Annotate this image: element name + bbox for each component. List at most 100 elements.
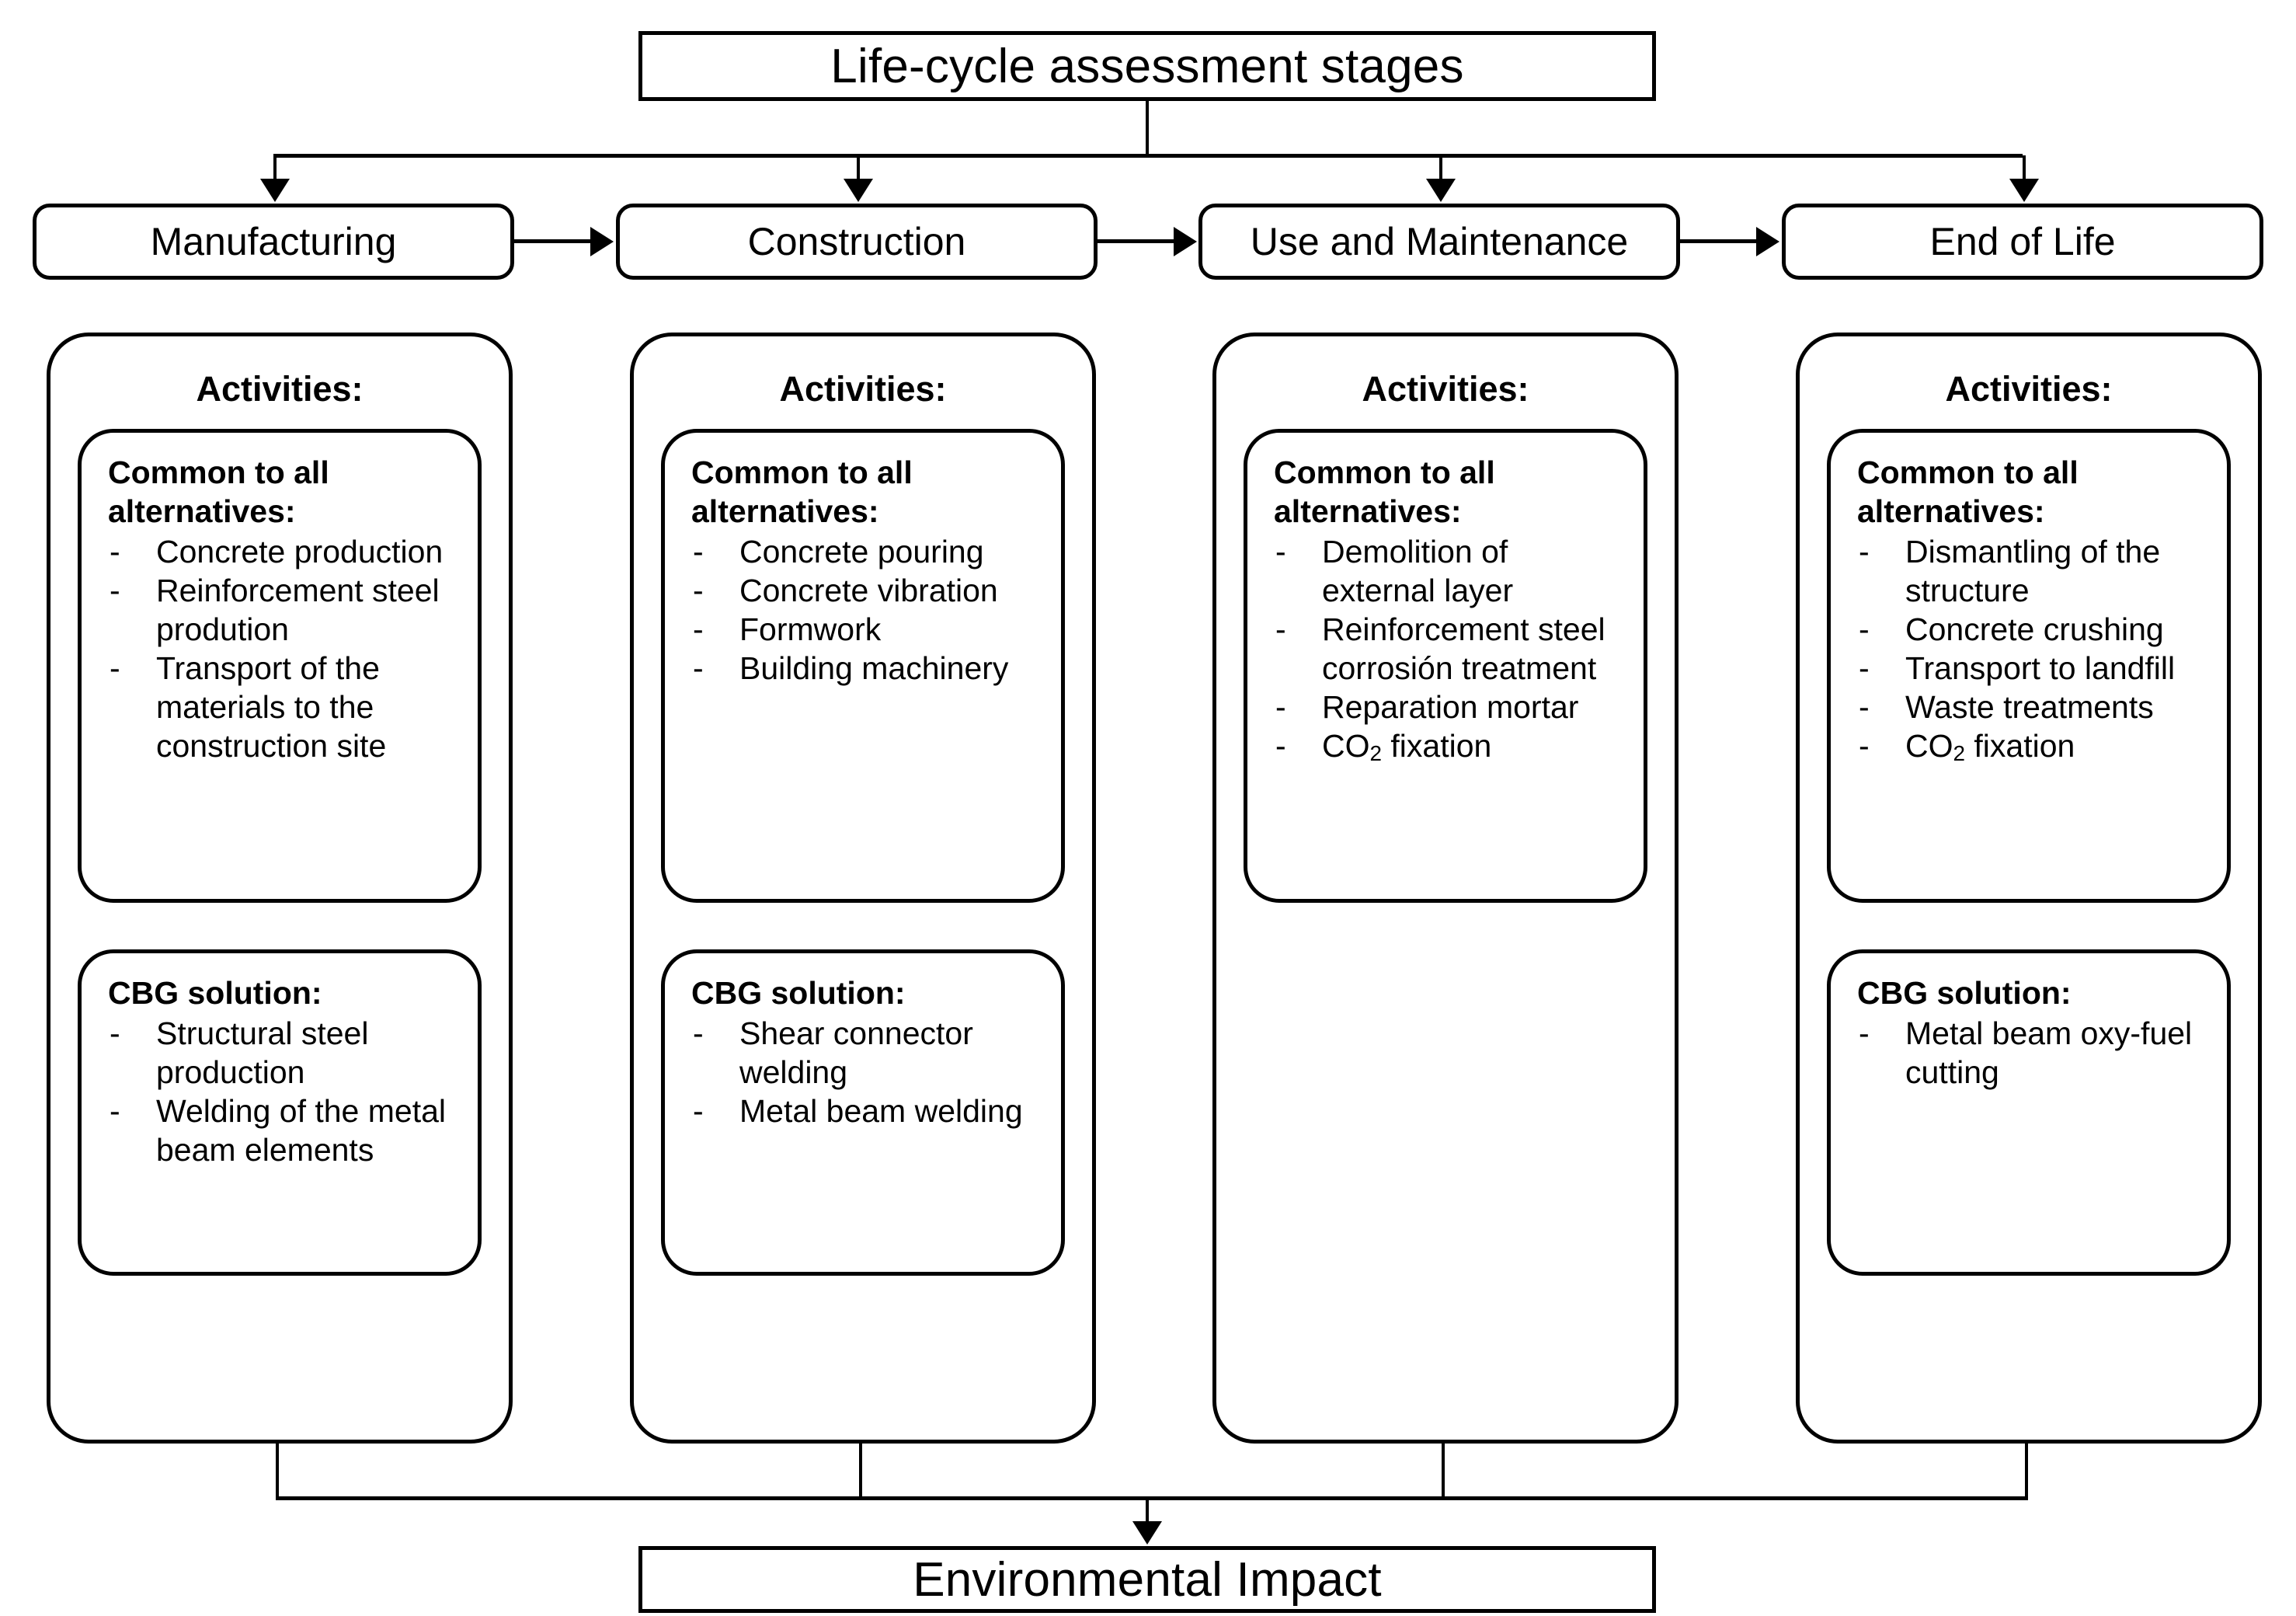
cbg-box-end-of-life: CBG solution: -Metal beam oxy-fuel cutti…: [1827, 949, 2231, 1276]
list-item: -Concrete crushing: [1857, 610, 2207, 649]
list-item-label: Concrete pouring: [739, 534, 984, 570]
list-item-label: Building machinery: [739, 650, 1009, 687]
impact-arrow: [1132, 1521, 1162, 1545]
bullet-dash-icon: -: [1859, 650, 1870, 687]
list-item: -Reinforcement steel corrosión treatment: [1274, 610, 1623, 688]
list-item-label: Reparation mortar: [1322, 689, 1579, 726]
title-stem-line: [1146, 101, 1149, 157]
bullet-dash-icon: -: [110, 1015, 120, 1052]
list-item: -Building machinery: [691, 649, 1041, 688]
stage-connector-line-1-2: [514, 239, 592, 243]
column-drop-line-2: [859, 1442, 862, 1499]
list-item: -Waste treatments: [1857, 688, 2207, 726]
cbg-box-manufacturing: CBG solution: -Structural steel producti…: [78, 949, 482, 1276]
list-item-label: Reinforcement steel corrosión treatment: [1322, 611, 1605, 687]
list-item-label: Waste treatments: [1905, 689, 2154, 726]
list-item: -Structural steel production: [108, 1014, 457, 1092]
stage-label-use-and-maintenance: Use and Maintenance: [1250, 220, 1629, 263]
stage-label-manufacturing: Manufacturing: [150, 220, 397, 263]
activities-heading-construction: Activities:: [779, 369, 947, 409]
bullet-dash-icon: -: [1859, 728, 1870, 764]
environmental-impact-label: Environmental Impact: [913, 1552, 1382, 1607]
impact-stem-line: [1146, 1499, 1149, 1537]
list-item-label: Transport of the materials to the constr…: [156, 650, 387, 764]
stage-drop-line-4: [2023, 155, 2026, 183]
stage-connector-line-3-4: [1680, 239, 1758, 243]
bullet-dash-icon: -: [1859, 1015, 1870, 1052]
common-box-construction: Common to all alternatives: -Concrete po…: [661, 429, 1065, 903]
stage-drop-line-1: [273, 155, 277, 183]
stage-arrow-2: [844, 179, 873, 202]
list-item: -Metal beam welding: [691, 1092, 1041, 1130]
bullet-dash-icon: -: [1859, 611, 1870, 648]
common-box-title-construction: Common to all alternatives:: [691, 454, 913, 530]
list-item-label: Concrete crushing: [1905, 611, 2164, 648]
stage-box-end-of-life[interactable]: End of Life: [1782, 204, 2263, 280]
stage-connector-line-2-3: [1098, 239, 1175, 243]
list-item-label: CO2 fixation: [1905, 728, 2075, 766]
cbg-box-title-construction: CBG solution:: [691, 975, 906, 1011]
stage-label-end-of-life: End of Life: [1929, 220, 2116, 263]
bullet-dash-icon: -: [1275, 534, 1286, 570]
stage-arrow-4: [2009, 179, 2039, 202]
stage-box-construction[interactable]: Construction: [616, 204, 1098, 280]
list-item-label: Dismantling of the structure: [1905, 534, 2161, 609]
stage-arrow-1: [260, 179, 290, 202]
common-box-title-use-and-maintenance: Common to all alternatives:: [1274, 454, 1495, 530]
stage-drop-line-3: [1439, 155, 1442, 183]
activities-heading-manufacturing: Activities:: [196, 369, 364, 409]
list-item: -Transport of the materials to the const…: [108, 649, 457, 765]
list-item-label: Concrete vibration: [739, 573, 998, 609]
stage-box-use-and-maintenance[interactable]: Use and Maintenance: [1198, 204, 1680, 280]
cbg-box-construction: CBG solution: -Shear connector welding -…: [661, 949, 1065, 1276]
list-item-label: Reinforcement steel prodution: [156, 573, 440, 648]
stage-connector-arrow-3-4: [1756, 227, 1779, 256]
list-item: -CO2 fixation: [1857, 726, 2207, 767]
common-box-manufacturing: Common to all alternatives: -Concrete pr…: [78, 429, 482, 903]
list-item-label: Concrete production: [156, 534, 444, 570]
cbg-list-construction: -Shear connector welding -Metal beam wel…: [691, 1014, 1041, 1130]
bullet-dash-icon: -: [110, 534, 120, 570]
list-item-label: Demolition of external layer: [1322, 534, 1514, 609]
cbg-list-manufacturing: -Structural steel production - Welding of…: [108, 1014, 457, 1169]
list-item-label: Metal beam welding: [739, 1093, 1023, 1130]
diagram-title-box: Life-cycle assessment stages: [638, 31, 1656, 101]
stage-box-manufacturing[interactable]: Manufacturing: [33, 204, 514, 280]
column-drop-line-4: [2025, 1442, 2028, 1499]
list-item: -Demolition of external layer: [1274, 532, 1623, 610]
stage-drop-line-2: [857, 155, 860, 183]
list-item: -Reinforcement steel prodution: [108, 571, 457, 649]
bullet-dash-icon: -: [693, 611, 704, 648]
bullet-dash-icon: -: [1275, 689, 1286, 726]
list-item: -Concrete production: [108, 532, 457, 571]
activities-heading-use-and-maintenance: Activities:: [1362, 369, 1529, 409]
environmental-impact-box: Environmental Impact: [638, 1546, 1656, 1613]
stage-distribution-bar: [273, 154, 2023, 158]
bullet-dash-icon: -: [1859, 689, 1870, 726]
list-item: -Dismantling of the structure: [1857, 532, 2207, 610]
list-item-label: Welding of the metal beam elements: [156, 1093, 447, 1168]
bullet-dash-icon: -: [1275, 611, 1286, 648]
list-item-label: Structural steel production: [156, 1015, 369, 1091]
list-item: -Transport to landfill: [1857, 649, 2207, 688]
list-item: -Concrete vibration: [691, 571, 1041, 610]
list-item-label: Transport to landfill: [1905, 650, 2176, 687]
list-item: -Shear connector welding: [691, 1014, 1041, 1092]
list-item-label: Formwork: [739, 611, 882, 648]
common-box-title-end-of-life: Common to all alternatives:: [1857, 454, 2079, 530]
bullet-dash-icon: -: [110, 573, 120, 609]
common-list-use-and-maintenance: -Demolition of external layer -Reinforce…: [1274, 532, 1623, 767]
column-drop-line-3: [1442, 1442, 1445, 1499]
stage-connector-arrow-2-3: [1174, 227, 1197, 256]
bullet-dash-icon: -: [693, 1015, 704, 1052]
bullet-dash-icon: -: [693, 573, 704, 609]
bullet-dash-icon: -: [1275, 728, 1286, 764]
bullet-dash-icon: -: [693, 650, 704, 687]
bullet-dash-icon: -: [110, 650, 120, 687]
list-item: -Reparation mortar: [1274, 688, 1623, 726]
common-box-use-and-maintenance: Common to all alternatives: -Demolition …: [1244, 429, 1647, 903]
diagram-title-label: Life-cycle assessment stages: [830, 39, 1464, 93]
list-item-label: CO2 fixation: [1322, 728, 1492, 766]
common-box-end-of-life: Common to all alternatives: -Dismantling…: [1827, 429, 2231, 903]
bullet-dash-icon: -: [693, 1093, 704, 1130]
